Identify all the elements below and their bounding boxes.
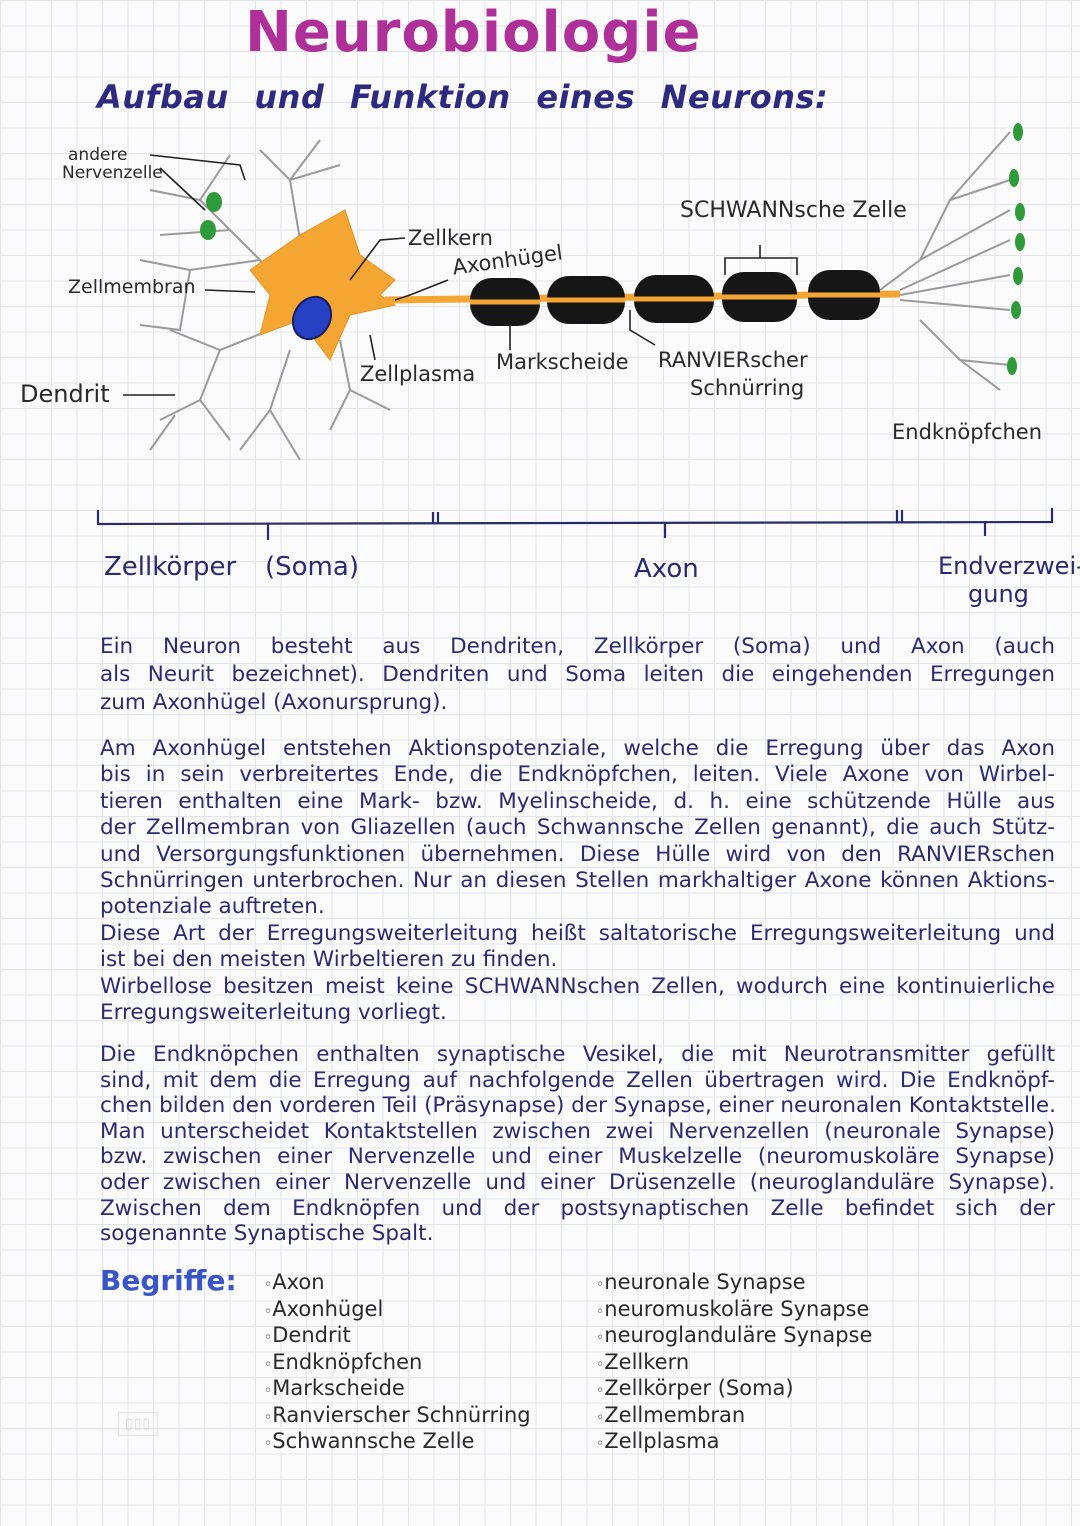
text-line: chen bilden den vorderen Teil (Präsynaps… <box>100 1093 1056 1119</box>
term-item: Endknöpfchen <box>264 1350 422 1374</box>
text-line: der Zellmembran von Gliazellen (auch Sch… <box>100 815 1055 841</box>
segment-soma: (Soma) <box>265 552 359 582</box>
text-line: Erregungsweiterleitung vorliegt. <box>100 1000 447 1025</box>
label-andere: andere <box>68 145 128 165</box>
text-line: sogenannte Synaptische Spalt. <box>100 1221 434 1247</box>
text-line: Man unterscheidet Kontaktstellen zwische… <box>100 1118 1055 1144</box>
term-item: neuronale Synapse <box>596 1270 805 1294</box>
text-line: sind, mit dem die Erregung auf nachfolge… <box>100 1067 1055 1093</box>
text-line: und Versorgungsfunktionen übernehmen. Di… <box>100 841 1055 867</box>
text-line: Ein Neuron besteht aus Dendriten, Zellkö… <box>100 634 1055 659</box>
text-line: Zwischen dem Endknöpfen und der postsyna… <box>100 1195 1055 1221</box>
text-line: Am Axonhügel entstehen Aktionspotenziale… <box>100 736 1055 761</box>
segment-scale-bar <box>96 508 1054 540</box>
term-item: Axon <box>264 1270 324 1294</box>
label-endknoepfchen: Endknöpfchen <box>892 420 1043 444</box>
term-item: neuroglanduläre Synapse <box>596 1323 872 1347</box>
label-lines <box>123 154 798 396</box>
label-schwann: SCHWANNsche Zelle <box>680 198 907 223</box>
terminals <box>200 123 1025 375</box>
term-item: Zellkern <box>596 1350 689 1374</box>
segment-axon: Axon <box>634 554 699 584</box>
term-item: Ranvierscher Schnürring <box>264 1403 530 1427</box>
term-item: Zellplasma <box>596 1429 719 1453</box>
text-line: bis in sein verbreitertes Ende, die Endk… <box>100 762 1055 788</box>
text-line: potenziale auftreten. <box>100 894 325 920</box>
label-dendrit: Dendrit <box>20 380 110 408</box>
term-item: Zellmembran <box>596 1403 745 1427</box>
segment-endverzweigung: Endverzwei- <box>938 552 1080 580</box>
segment-zellkoerper: Zellkörper <box>104 552 237 582</box>
text-line: ist bei den meisten Wirbeltieren zu find… <box>100 947 558 973</box>
label-nervenzelle: Nervenzelle <box>62 163 163 183</box>
page-subtitle: Aufbau und Funktion eines Neurons: <box>97 78 829 116</box>
begriffe-heading: Begriffe: <box>100 1264 237 1297</box>
term-item: Axonhügel <box>264 1297 383 1321</box>
text-line: zum Axonhügel (Axonursprung). <box>100 690 448 715</box>
soma <box>249 209 397 361</box>
text-line: oder zwischen einer Nervenzelle und eine… <box>100 1170 1055 1195</box>
text-line: Wirbellose besitzen meist keine SCHWANNs… <box>100 973 1055 999</box>
term-item: Schwannsche Zelle <box>264 1429 474 1453</box>
axon-core <box>390 292 880 305</box>
dendrites <box>139 131 1011 461</box>
watermark-logo: ▯▯▯ <box>118 1412 159 1436</box>
text-line: Die Endknöpchen enthalten synaptische Ve… <box>100 1042 1055 1067</box>
text-line: Diese Art der Erregungsweiterleitung hei… <box>100 920 1055 946</box>
text-line: bzw. zwischen einer Nervenzelle und eine… <box>100 1144 1055 1170</box>
label-zellmembran: Zellmembran <box>68 276 196 298</box>
label-zellkern: Zellkern <box>408 226 493 250</box>
text-line: Schnürringen unterbrochen. Nur an diesen… <box>100 868 1055 893</box>
text-line: tieren enthalten eine Mark- bzw. Myelins… <box>100 788 1055 814</box>
label-zellplasma: Zellplasma <box>360 362 476 386</box>
term-item: Zellkörper (Soma) <box>596 1376 793 1400</box>
text-line: als Neurit bezeichnet). Dendriten und So… <box>100 662 1055 687</box>
nucleus <box>291 295 333 341</box>
term-item: neuromuskoläre Synapse <box>596 1297 869 1321</box>
segment-endverzweigung-2: gung <box>968 580 1029 608</box>
term-item: Dendrit <box>264 1323 350 1347</box>
neuron-diagram <box>123 123 1025 461</box>
label-ranvier: RANVIERscher <box>658 348 808 372</box>
term-item: Markscheide <box>264 1376 405 1400</box>
label-markscheide: Markscheide <box>496 350 629 374</box>
label-schnuerring: Schnürring <box>690 376 805 400</box>
page-title: Neurobiologie <box>245 0 702 65</box>
